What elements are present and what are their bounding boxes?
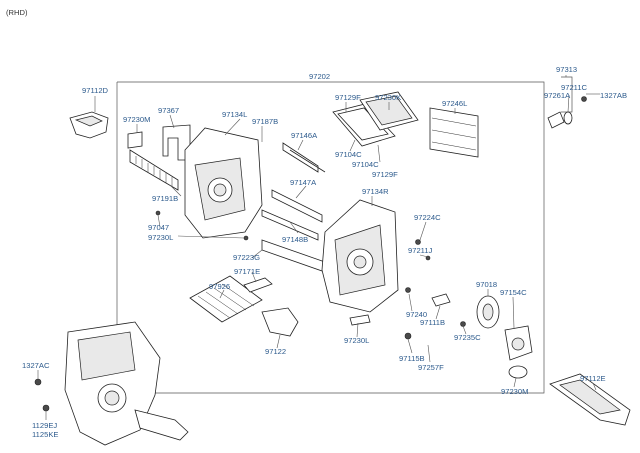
gasket-97230m-upper — [127, 131, 143, 149]
part-label: 97122 — [265, 347, 286, 356]
part-label: 97187B — [252, 117, 278, 126]
part-labels: 97202 97313 97112D 97211C 97261A 1327AB … — [22, 65, 627, 439]
pad-97246l — [429, 107, 479, 158]
part-label: 97112E — [580, 374, 606, 383]
actuator-97018 — [476, 295, 500, 329]
part-label: 97115B — [399, 354, 425, 363]
part-label: 97134L — [222, 110, 247, 119]
part-label: 97111B — [420, 318, 445, 327]
part-label: 97191B — [152, 194, 178, 203]
duct-97112d — [69, 111, 109, 139]
part-label: 97211C — [561, 83, 588, 92]
bracket-97171e — [243, 277, 273, 293]
part-label: 97146A — [291, 131, 318, 140]
part-label: 97134R — [362, 187, 389, 196]
part-label: 97171E — [234, 267, 260, 276]
seal-97230m-lower — [508, 365, 528, 379]
part-label: 1327AC — [22, 361, 50, 370]
part-label: 97104C — [352, 160, 379, 169]
heater-unit-assembly — [64, 321, 189, 446]
part-label: 97367 — [158, 106, 179, 115]
part-label: 97112D — [82, 86, 109, 95]
evaporator-97926 — [189, 275, 263, 323]
part-label: 97147A — [290, 178, 317, 187]
part-label: 97235C — [454, 333, 481, 342]
duct-97112e — [549, 373, 631, 426]
part-label: 97129F — [372, 170, 398, 179]
gasket-97230l-lower — [349, 314, 371, 326]
part-label: 97223G — [233, 253, 260, 262]
variant-label: (RHD) — [6, 8, 28, 17]
door-97146a — [282, 142, 326, 173]
part-label: 97257F — [418, 363, 444, 372]
assembly-frame — [116, 81, 545, 394]
part-label: 97246L — [442, 99, 467, 108]
door-97147a — [271, 189, 323, 223]
part-label: 97240 — [406, 310, 427, 319]
part-label: 97202 — [309, 72, 330, 81]
part-label: 97018 — [476, 280, 497, 289]
part-label: 97211J — [408, 246, 433, 255]
frames-97129f-97230k — [332, 91, 419, 147]
part-label: 97926 — [209, 282, 230, 291]
part-label: 97104C — [335, 150, 362, 159]
part-label: 97230M — [501, 387, 528, 396]
part-label: 97154C — [500, 288, 527, 297]
part-label: 97129F — [335, 93, 361, 102]
case-right-97134r — [321, 199, 399, 313]
filter-97191b — [129, 149, 179, 191]
actuator-97154c — [504, 325, 533, 361]
part-label: 1129EJ — [32, 421, 57, 430]
plate-97223g — [261, 239, 326, 273]
part-label: 1327AB — [600, 91, 627, 100]
part-label: 1125KE — [32, 430, 58, 439]
part-label: 97230L — [148, 233, 173, 242]
part-label: 97261A — [544, 91, 571, 100]
part-label: 97230M — [123, 115, 150, 124]
part-label: 97148B — [282, 235, 308, 244]
case-left-97134l — [184, 127, 263, 239]
part-label: 97230K — [375, 93, 401, 102]
seal-97367 — [162, 124, 191, 161]
leader-lines — [37, 75, 600, 420]
part-label: 97313 — [556, 65, 577, 74]
part-label: 97224C — [414, 213, 441, 222]
pipe-97122 — [261, 307, 299, 337]
small-parts — [34, 96, 587, 412]
part-label: 97047 — [148, 223, 169, 232]
part-label: 97230L — [344, 336, 369, 345]
door-97148b — [261, 209, 319, 241]
